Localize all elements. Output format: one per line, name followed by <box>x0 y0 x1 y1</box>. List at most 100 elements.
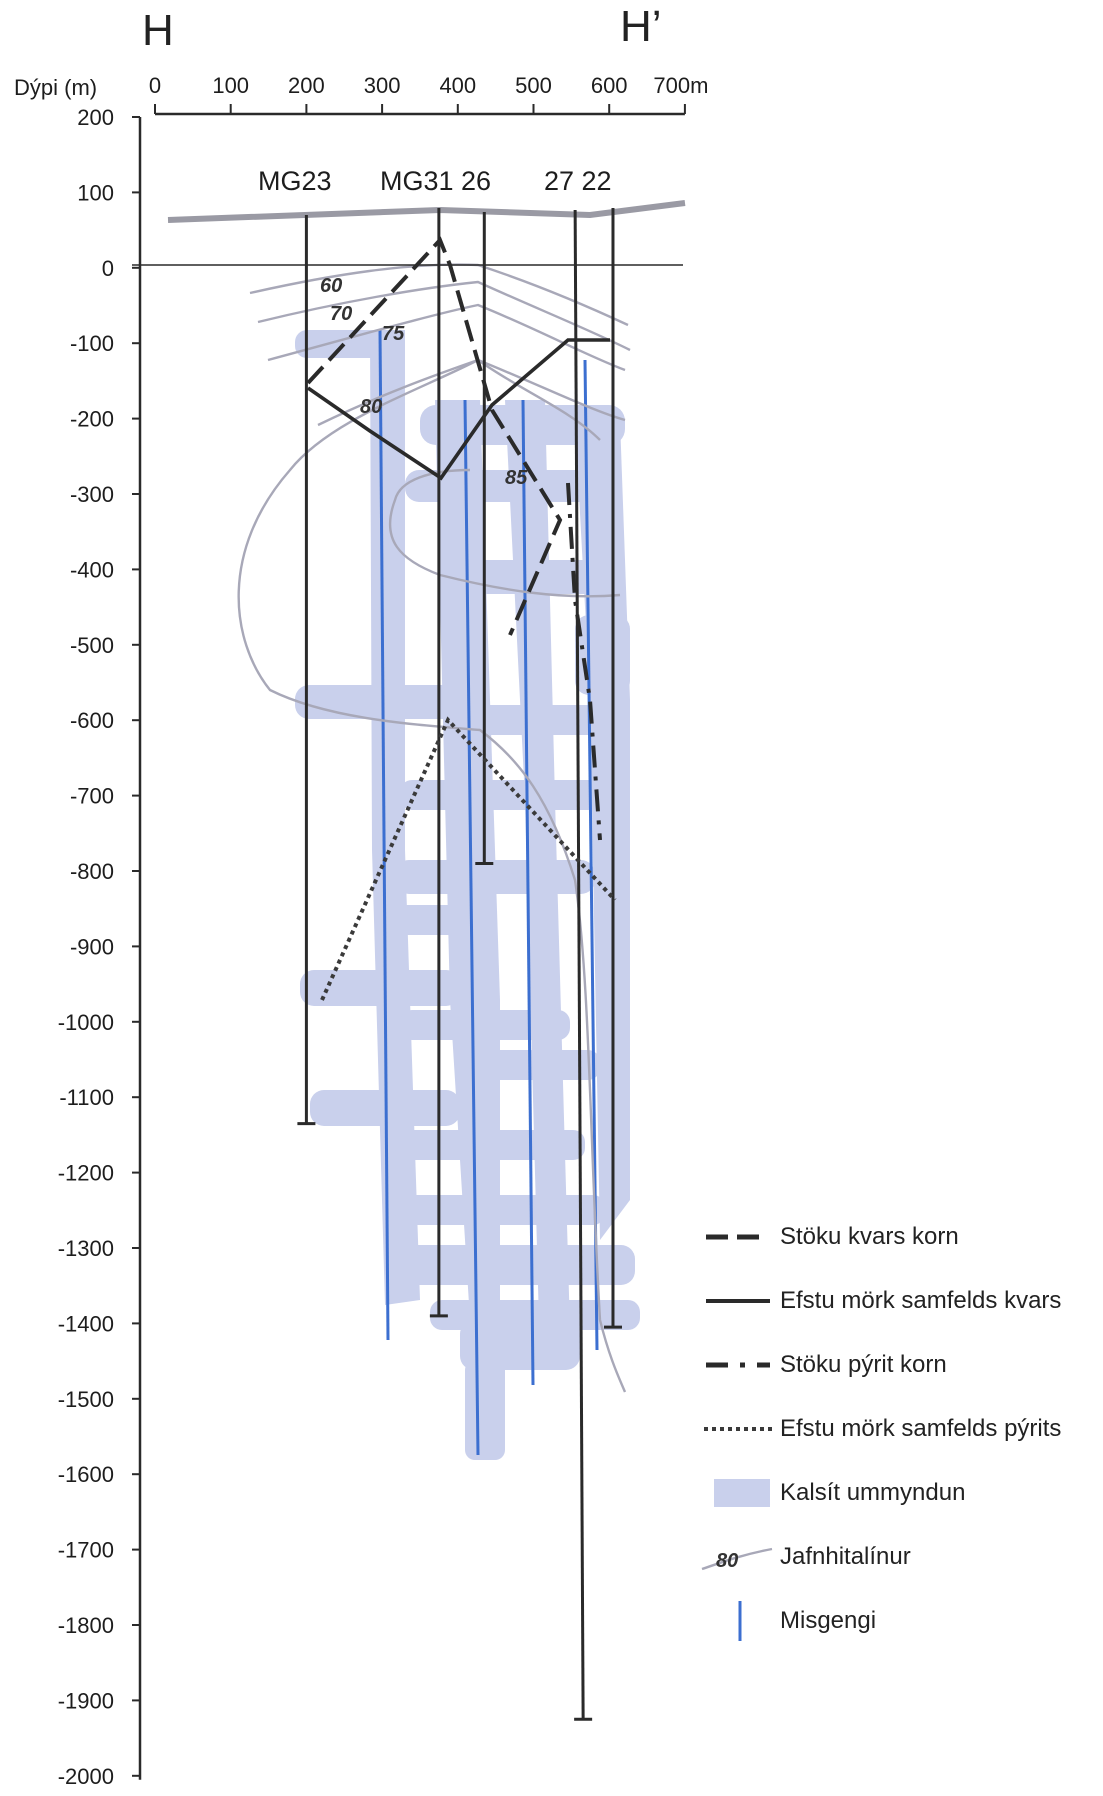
calcite-rung <box>300 970 460 1006</box>
calcite-rung <box>395 860 595 894</box>
calcite-rung <box>295 685 475 719</box>
isotherm-label-75: 75 <box>382 323 405 345</box>
well-label-27-22: 27 22 <box>544 166 612 196</box>
calcite-rung <box>460 1320 580 1370</box>
fault-line <box>378 329 390 1341</box>
depth-tick-label: 0 <box>102 256 114 281</box>
legend-isotherm-value: 80 <box>716 1550 738 1572</box>
depth-tick-label: -1600 <box>58 1462 114 1487</box>
legend-item-fault: Misgengi <box>700 1589 1100 1653</box>
depth-tick-label: -1000 <box>58 1010 114 1035</box>
calcite-rung <box>400 1010 570 1040</box>
legend-label: Efstu mörk samfelds pýrits <box>780 1415 1062 1442</box>
isotherm-label-70: 70 <box>330 303 352 325</box>
depth-tick-label: -300 <box>70 482 114 507</box>
legend-fault-symbol <box>738 1601 742 1641</box>
depth-tick-label: -600 <box>70 708 114 733</box>
pyrite-sporadic-boundary <box>566 482 602 841</box>
isotherm-labels: 60 70 75 80 85 <box>320 275 528 489</box>
depth-tick-label: -1900 <box>58 1688 114 1713</box>
calcite-rung <box>395 1195 605 1225</box>
depth-tick-label: -1200 <box>58 1161 114 1186</box>
legend-isotherm-symbol: 80 <box>701 1547 773 1572</box>
fault-line <box>583 359 599 1351</box>
legend-item-quartz-sporadic: Stöku kvars korn <box>700 1205 1100 1269</box>
legend: Stöku kvars korn Efstu mörk samfelds kva… <box>700 1205 1100 1653</box>
ground-surface <box>167 200 686 223</box>
legend-item-quartz-continuous: Efstu mörk samfelds kvars <box>700 1269 1100 1333</box>
depth-tick-label: -2000 <box>58 1764 114 1789</box>
depth-tick-label: -100 <box>70 331 114 356</box>
depth-tick-label: -1400 <box>58 1311 114 1336</box>
calcite-rung <box>440 560 600 594</box>
faults <box>378 329 599 1456</box>
calcite-rung <box>395 905 495 935</box>
calcite-rung <box>480 1050 600 1080</box>
fault-line <box>463 399 480 1456</box>
depth-tick-label: -400 <box>70 557 114 582</box>
distance-tick-label: 100 <box>212 73 249 98</box>
legend-calcite-swatch <box>714 1479 770 1507</box>
distance-tick-label: 500 <box>515 73 552 98</box>
fault-line <box>521 399 535 1386</box>
distance-tick-label: 600 <box>591 73 628 98</box>
depth-tick-label: -800 <box>70 859 114 884</box>
calcite-band-far-right <box>575 420 630 1240</box>
distance-tick-label: 0 <box>149 73 161 98</box>
calcite-rung <box>395 1245 635 1285</box>
wells <box>297 208 622 1721</box>
calcite-rung <box>295 330 385 358</box>
distance-tick-label: 700m <box>653 73 708 98</box>
isotherm-85 <box>237 358 627 1393</box>
calcite-rung <box>400 780 600 810</box>
legend-dash-symbol <box>706 1234 766 1240</box>
depth-tick-label: -900 <box>70 934 114 959</box>
depth-tick-label: 100 <box>77 180 114 205</box>
well-27 <box>573 209 585 1720</box>
distance-tick-label: 300 <box>364 73 401 98</box>
calcite-rung <box>460 705 605 735</box>
calcite-rung <box>465 1360 505 1460</box>
legend-item-pyrite-continuous: Efstu mörk samfelds pýrits <box>700 1397 1100 1461</box>
legend-label: Stöku pýrit korn <box>780 1351 947 1378</box>
section-end-label: H’ <box>620 2 662 51</box>
legend-dotted-symbol <box>704 1427 772 1431</box>
legend-item-pyrite-sporadic: Stöku pýrit korn <box>700 1333 1100 1397</box>
depth-tick-label: -200 <box>70 407 114 432</box>
well-label-mg31-26: MG31 26 <box>380 166 491 196</box>
depth-tick-label: 200 <box>77 105 114 130</box>
mineral-boundaries <box>306 236 617 1001</box>
depth-tick-label: -1500 <box>58 1387 114 1412</box>
isotherm-85-inner <box>388 468 621 598</box>
isotherm-label-60: 60 <box>320 275 342 297</box>
depth-axis: Dýpi (m)2001000-100-200-300-400-500-600-… <box>14 75 142 1789</box>
legend-label: Misgengi <box>780 1607 877 1634</box>
depth-tick-label: -700 <box>70 784 114 809</box>
legend-item-calcite: Kalsít ummyndun <box>700 1461 1100 1525</box>
legend-dashdot-symbol <box>706 1362 770 1368</box>
isotherm-label-85: 85 <box>505 467 528 489</box>
quartz-sporadic-boundary <box>306 236 563 636</box>
isotherm-70 <box>257 280 631 352</box>
calcite-rung <box>575 615 630 695</box>
distance-tick-label: 200 <box>288 73 325 98</box>
isotherm-80b <box>477 359 601 441</box>
isotherm-label-80: 80 <box>360 396 382 418</box>
legend-item-isotherm: 80 Jafnhitalínur <box>700 1525 1100 1589</box>
depth-axis-title: Dýpi (m) <box>14 75 97 100</box>
distance-axis: 0 100 200 300 400 500 600 700m <box>149 73 708 116</box>
legend-solid-symbol <box>706 1299 770 1303</box>
legend-label: Stöku kvars korn <box>780 1223 959 1250</box>
distance-tick-label: 400 <box>439 73 476 98</box>
depth-tick-label: -1700 <box>58 1538 114 1563</box>
legend-label: Jafnhitalínur <box>780 1543 911 1570</box>
legend-label: Kalsít ummyndun <box>780 1479 966 1506</box>
isotherm-75 <box>267 303 626 372</box>
quartz-continuous-boundary <box>306 338 610 481</box>
legend-label: Efstu mörk samfelds kvars <box>780 1287 1062 1314</box>
section-start-label: H <box>142 6 174 55</box>
calcite-rung <box>405 470 620 502</box>
pyrite-continuous-boundary <box>320 716 617 1001</box>
depth-tick-label: -1300 <box>58 1236 114 1261</box>
